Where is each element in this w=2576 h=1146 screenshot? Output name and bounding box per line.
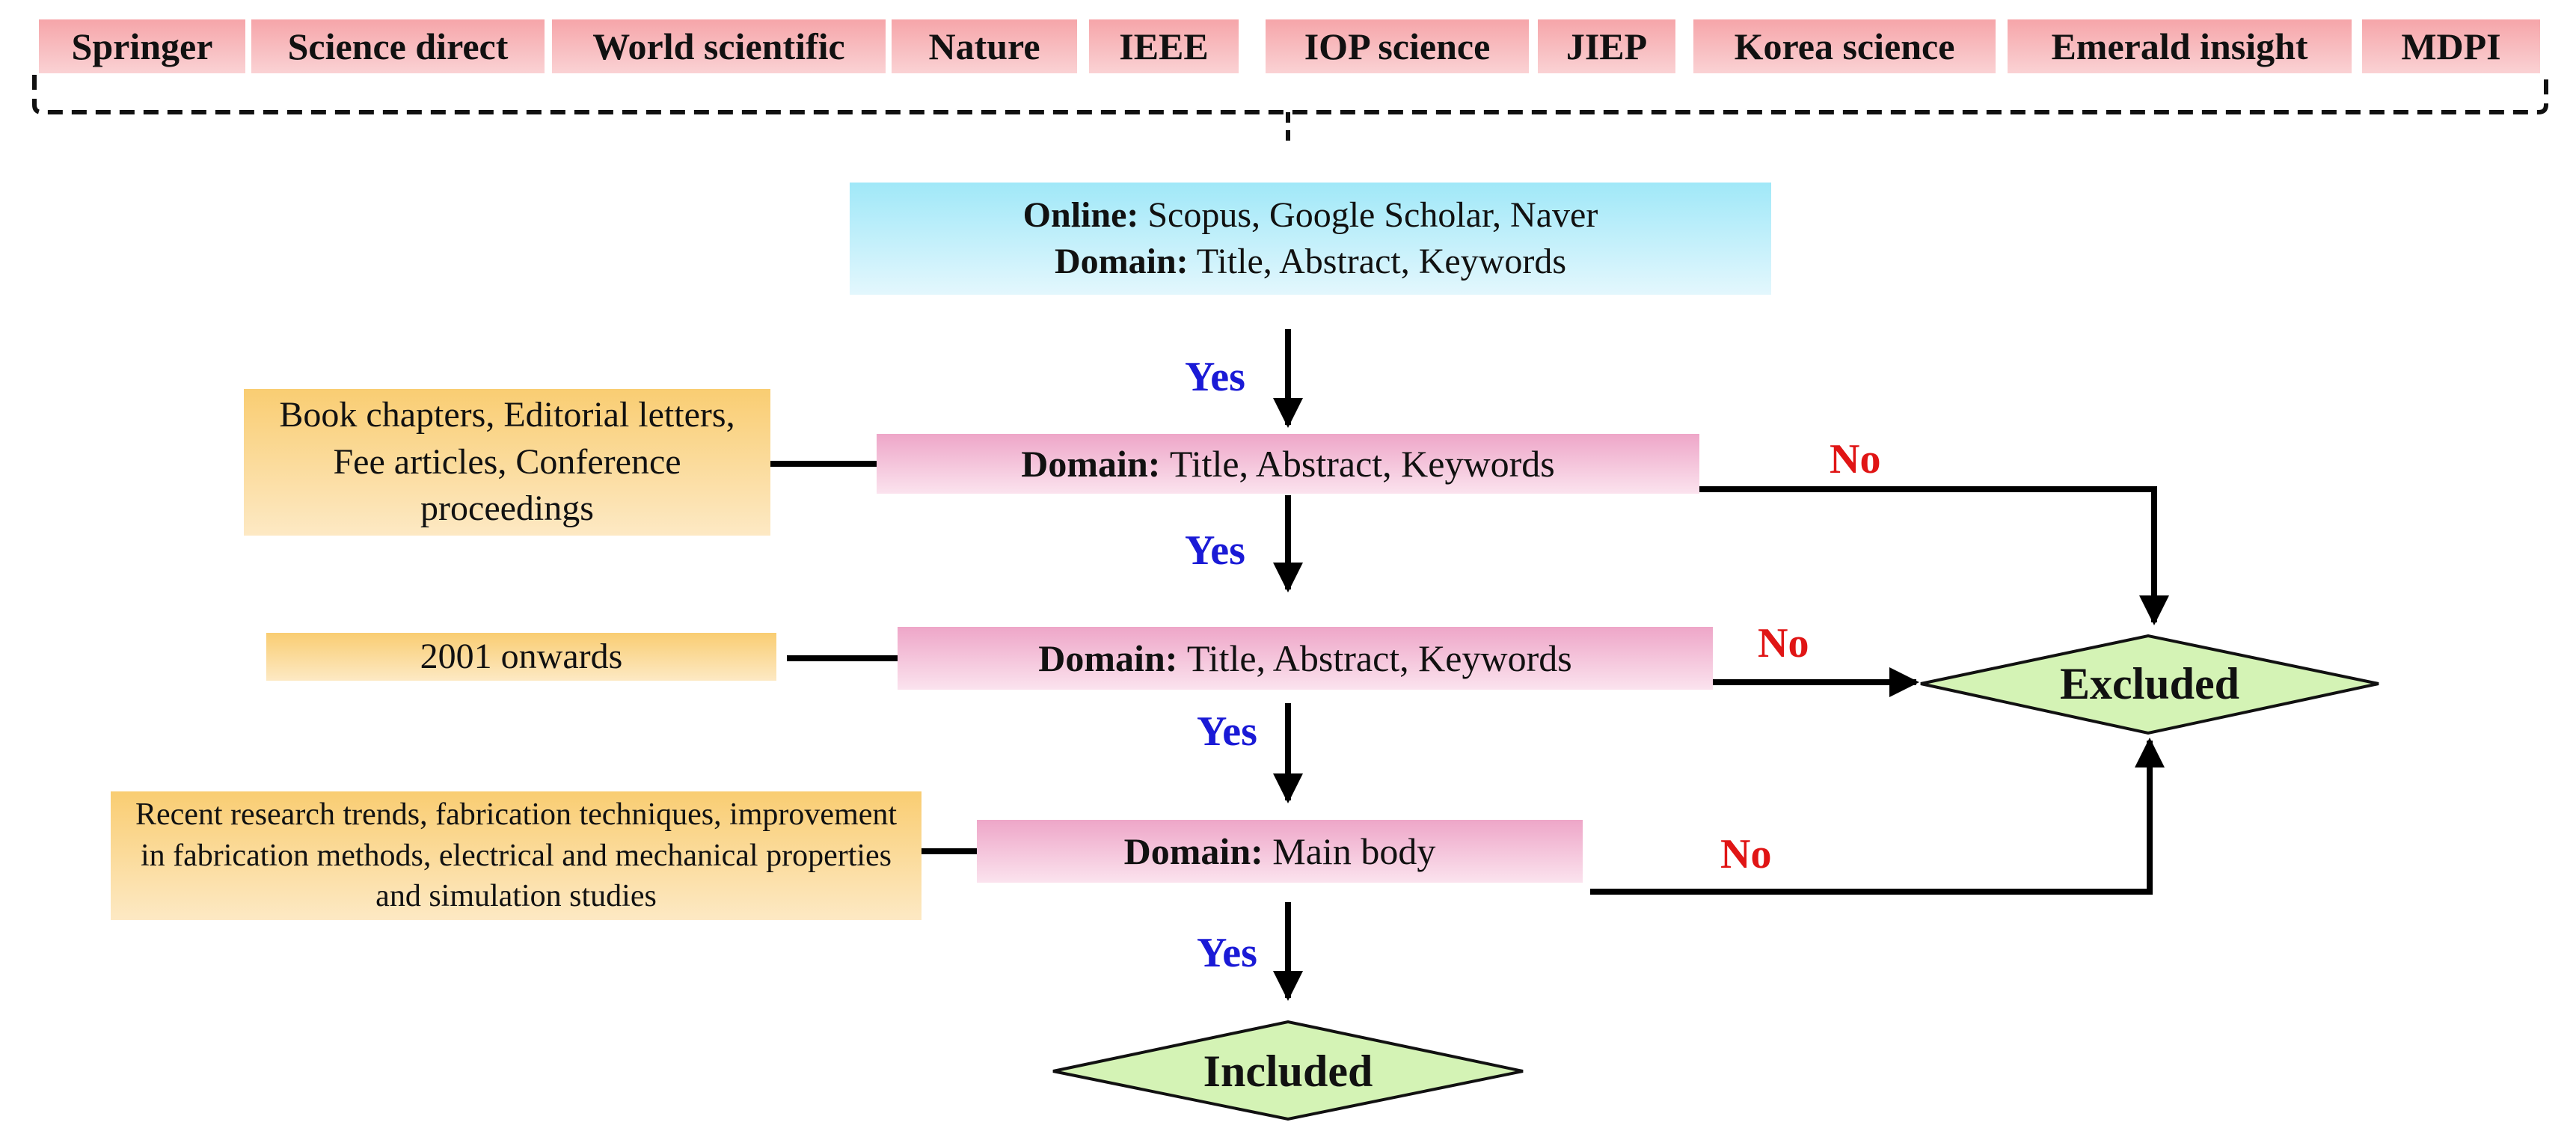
publisher-world-scientific: World scientific — [552, 19, 886, 73]
no-label-3: No — [1720, 831, 1772, 877]
arrow-step1-no-to-excluded — [1699, 486, 2169, 625]
step3-value: Main body — [1272, 830, 1436, 872]
screening-step-3: Domain: Main body — [977, 820, 1583, 883]
yes-label-3: Yes — [1197, 708, 1257, 755]
online-label: Online: — [1022, 194, 1139, 235]
no-label-2: No — [1758, 620, 1809, 667]
publisher-jiep: JIEP — [1538, 19, 1675, 73]
step1-value: Title, Abstract, Keywords — [1169, 442, 1555, 485]
step3-label: Domain: — [1123, 830, 1263, 872]
online-line: Online: Scopus, Google Scholar, Naver — [1023, 192, 1598, 239]
publisher-emerald-insight: Emerald insight — [2008, 19, 2352, 73]
publisher-mdpi: MDPI — [2362, 19, 2540, 73]
criteria-box-topic-scope: Recent research trends, fabrication tech… — [111, 791, 921, 920]
yes-label-4: Yes — [1197, 930, 1257, 976]
criteria-box-year-range: 2001 onwards — [266, 633, 776, 681]
publisher-science-direct: Science direct — [251, 19, 545, 73]
publisher-ieee: IEEE — [1089, 19, 1239, 73]
online-search-box: Online: Scopus, Google Scholar, Naver Do… — [850, 183, 1771, 295]
search-domain-label: Domain: — [1054, 242, 1189, 281]
screening-step-1: Domain: Title, Abstract, Keywords — [877, 434, 1699, 494]
included-label: Included — [1203, 1046, 1373, 1096]
online-sources: Scopus, Google Scholar, Naver — [1147, 194, 1598, 235]
no-label-1: No — [1830, 436, 1881, 482]
arrow-step3-no-to-excluded — [1590, 738, 2165, 895]
criteria-box-document-type: Book chapters, Editorial letters, Fee ar… — [244, 389, 770, 536]
step1-label: Domain: — [1021, 442, 1161, 485]
publisher-group-bracket — [32, 75, 2548, 114]
excluded-label: Excluded — [2059, 658, 2240, 708]
publisher-springer: Springer — [39, 19, 245, 73]
yes-label-1: Yes — [1185, 354, 1245, 400]
step2-value: Title, Abstract, Keywords — [1186, 637, 1572, 679]
yes-label-2: Yes — [1185, 527, 1245, 574]
included-decision-diamond — [1052, 1020, 1524, 1121]
screening-step-2: Domain: Title, Abstract, Keywords — [898, 627, 1713, 690]
publisher-korea-science: Korea science — [1693, 19, 1996, 73]
publisher-nature: Nature — [892, 19, 1077, 73]
search-domain-line: Domain: Title, Abstract, Keywords — [1055, 239, 1566, 285]
excluded-decision-diamond — [1920, 634, 2379, 735]
publisher-iop-science: IOP science — [1266, 19, 1529, 73]
step2-label: Domain: — [1038, 637, 1178, 679]
search-domain-fields: Title, Abstract, Keywords — [1196, 242, 1566, 281]
